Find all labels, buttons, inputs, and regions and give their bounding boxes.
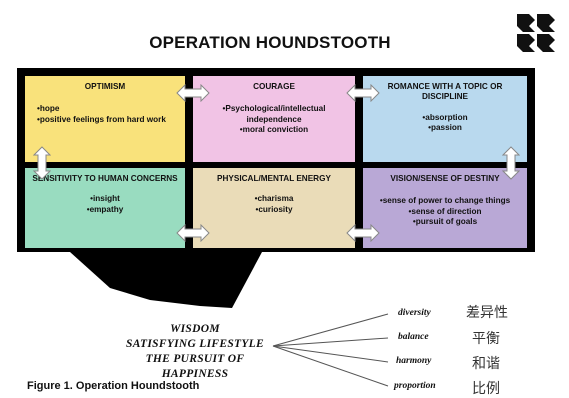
- cell-heading: SENSITIVITY TO HUMAN CONCERNS: [32, 174, 178, 183]
- cell-heading: OPTIMISM: [84, 82, 126, 91]
- outcome-happiness: THE PURSUIT OF HAPPINESS: [145, 353, 245, 380]
- cell-bullet: •Psychological/intellectual independence: [222, 104, 326, 124]
- branch-cjk-diversity: 差异性: [466, 305, 508, 321]
- double-arrow-vertical-icon: [33, 146, 51, 180]
- cell-romance: ROMANCE WITH A TOPIC OR DISCIPLINE •abso…: [363, 76, 527, 162]
- cell-bullet: •moral conviction: [239, 124, 309, 134]
- cell-bullet: •curiosity: [255, 204, 293, 214]
- cell-bullet: •absorption: [422, 112, 468, 122]
- cell-sensitivity: SENSITIVITY TO HUMAN CONCERNS •insight •…: [25, 168, 185, 248]
- outcome-wisdom: WISDOM: [170, 323, 220, 335]
- diagram-title: OPERATION HOUNDSTOOTH: [149, 33, 391, 52]
- double-arrow-horizontal-icon: [346, 84, 380, 102]
- outcome-lifestyle: SATISFYING LIFESTYLE: [126, 338, 264, 350]
- cell-optimism: OPTIMISM •hope •positive feelings from h…: [25, 76, 185, 162]
- double-arrow-horizontal-icon: [176, 224, 210, 242]
- houndstooth-grid: OPTIMISM •hope •positive feelings from h…: [17, 68, 535, 252]
- houndstooth-logo: [517, 14, 555, 52]
- double-arrow-vertical-icon: [502, 146, 520, 180]
- cell-bullet: •pursuit of goals: [412, 216, 478, 226]
- cell-vision: VISION/SENSE OF DESTINY •sense of power …: [363, 168, 527, 248]
- cell-heading: COURAGE: [253, 82, 295, 91]
- cell-energy: PHYSICAL/MENTAL ENERGY •charisma •curios…: [193, 168, 355, 248]
- cell-bullet: •insight: [90, 194, 120, 204]
- cell-bullet: •positive feelings from hard work: [37, 114, 166, 124]
- double-arrow-horizontal-icon: [346, 224, 380, 242]
- funnel-wedge: [70, 252, 262, 308]
- cell-bullet: •charisma: [254, 194, 294, 204]
- cell-bullet: •empathy: [86, 204, 124, 214]
- cell-bullet: •sense of power to change things: [379, 196, 511, 206]
- double-arrow-horizontal-icon: [176, 84, 210, 102]
- cell-heading: PHYSICAL/MENTAL ENERGY: [217, 174, 331, 183]
- cell-courage: COURAGE •Psychological/intellectual inde…: [193, 76, 355, 162]
- branch-cjk-harmony: 和谐: [472, 356, 500, 372]
- outcomes: WISDOM SATISFYING LIFESTYLE THE PURSUIT …: [115, 322, 275, 382]
- branch-cjk-balance: 平衡: [472, 331, 500, 347]
- branch-label-harmony: harmony: [396, 356, 432, 366]
- branch-cjk-proportion: 比例: [472, 381, 500, 397]
- cell-heading: ROMANCE WITH A TOPIC OR DISCIPLINE: [387, 82, 503, 102]
- branch-label-balance: balance: [398, 332, 429, 342]
- branch-label-proportion: proportion: [394, 381, 436, 391]
- figure-caption: Figure 1. Operation Houndstooth: [27, 380, 200, 392]
- cell-bullet: •hope: [37, 104, 60, 114]
- cell-bullet: •sense of direction: [408, 206, 482, 216]
- cell-bullet: •passion: [428, 122, 462, 132]
- branch-lines: [272, 313, 389, 387]
- cell-heading: VISION/SENSE OF DESTINY: [390, 174, 500, 183]
- branch-label-diversity: diversity: [398, 308, 431, 318]
